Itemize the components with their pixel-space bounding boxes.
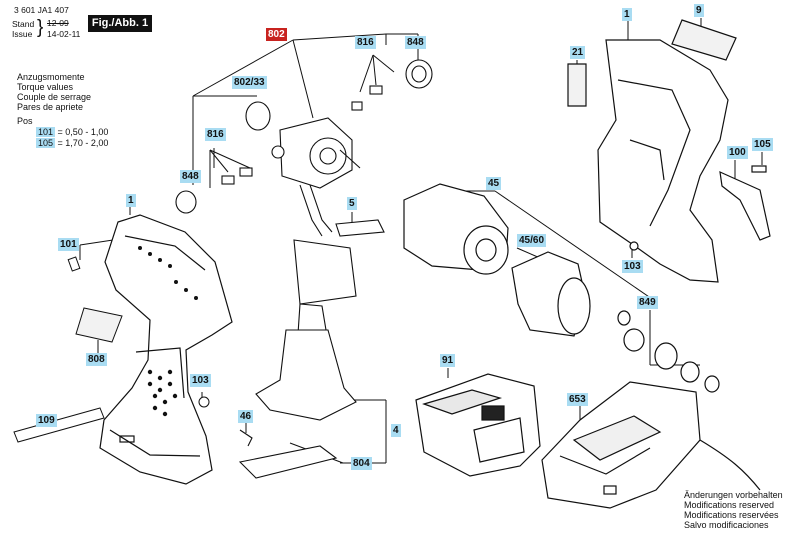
torque-pos-105: 105: [36, 138, 56, 148]
part-label-1-left: 1: [126, 194, 136, 207]
stand-label: Stand: [12, 19, 35, 29]
part-label-46: 46: [238, 410, 254, 423]
footer-line-fr: Modifications reservées: [684, 510, 779, 520]
torque-row: 101 = 0,50 - 1,00: [36, 127, 108, 137]
figure-label: Fig./Abb. 1: [88, 15, 152, 32]
part-label-816-left: 816: [205, 128, 226, 141]
torque-pos-101: 101: [36, 127, 56, 137]
part-label-91: 91: [440, 354, 456, 367]
old-date: 12-09: [47, 18, 69, 28]
part-label-109: 109: [36, 414, 57, 427]
part-label-9: 9: [694, 4, 704, 17]
torque-line-de: Anzugsmomente: [17, 72, 85, 82]
torque-value-101: = 0,50 - 1,00: [57, 127, 109, 137]
part-label-4: 4: [391, 424, 401, 437]
part-label-45-60: 45/60: [517, 234, 547, 247]
part-label-21: 21: [570, 46, 586, 59]
part-label-802: 802: [266, 28, 287, 41]
torque-line-en: Torque values: [17, 82, 74, 92]
torque-line-fr: Couple de serrage: [17, 92, 92, 102]
brace: }: [37, 17, 44, 38]
part-label-804: 804: [351, 457, 372, 470]
footer-line-en: Modifications reserved: [684, 500, 775, 510]
part-label-105: 105: [752, 138, 773, 151]
torque-row: 105 = 1,70 - 2,00: [36, 138, 108, 148]
part-label-5: 5: [347, 197, 357, 210]
new-date: 14-02-11: [47, 29, 81, 39]
part-label-848-left: 848: [180, 170, 201, 183]
part-label-103-right: 103: [622, 260, 643, 273]
part-label-848-top: 848: [405, 36, 426, 49]
part-label-816-top: 816: [355, 36, 376, 49]
part-label-45: 45: [486, 177, 502, 190]
part-label-101: 101: [58, 238, 79, 251]
part-label-802-33: 802/33: [232, 76, 267, 89]
torque-value-105: = 1,70 - 2,00: [57, 138, 109, 148]
part-label-103-left: 103: [190, 374, 211, 387]
issue-label: Issue: [12, 29, 33, 39]
footer-line-de: Änderungen vorbehalten: [684, 490, 783, 500]
part-label-653: 653: [567, 393, 588, 406]
document-number: 3 601 JA1 407: [14, 5, 69, 15]
part-label-100: 100: [727, 146, 748, 159]
part-label-808: 808: [86, 353, 107, 366]
part-label-849: 849: [637, 296, 658, 309]
footer-line-es: Salvo modificaciones: [684, 520, 769, 530]
torque-line-es: Pares de apriete: [17, 102, 84, 112]
torque-pos-label: Pos: [17, 116, 33, 126]
part-label-1-right: 1: [622, 8, 632, 21]
